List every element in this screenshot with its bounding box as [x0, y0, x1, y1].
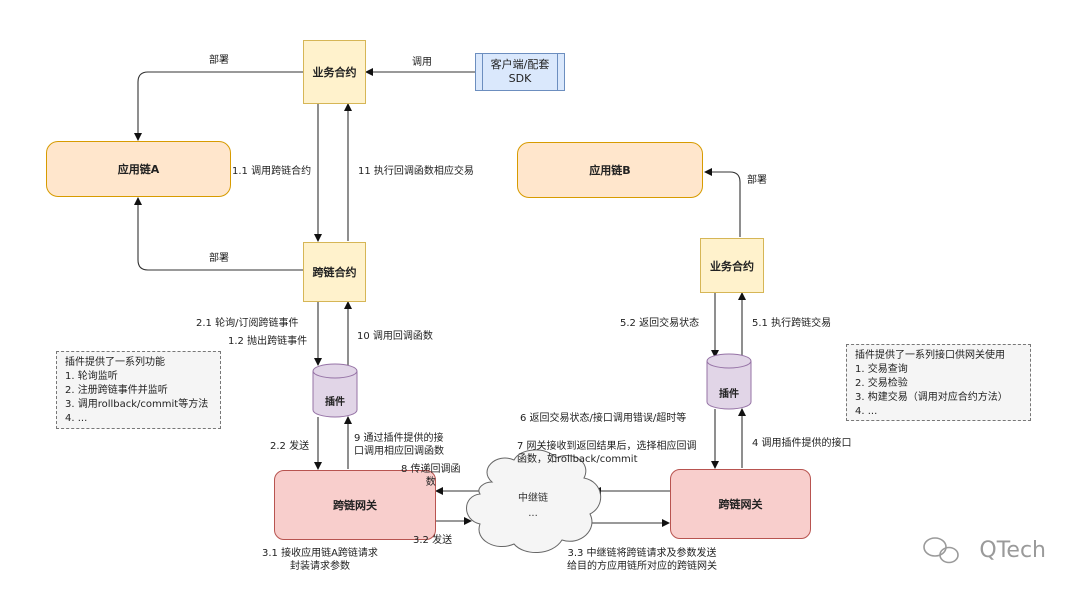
label-return-status-err: 6 返回交易状态/接口调用错误/超时等	[520, 413, 687, 424]
watermark: QTech	[979, 538, 1046, 563]
relay-chain-label[interactable]: 中继链	[518, 493, 548, 504]
plugin-b-cylinder-shape	[706, 353, 752, 410]
note-left-item: 4. ...	[65, 413, 88, 424]
app-chain-b[interactable]: 应用链B	[517, 142, 703, 198]
gateway-b[interactable]: 跨链网关	[670, 469, 811, 539]
wechat-icon	[923, 537, 959, 564]
gateway-a[interactable]: 跨链网关	[274, 470, 436, 540]
note-left-title: 插件提供了一系列功能	[65, 357, 165, 368]
label-throw-events: 1.2 抛出跨链事件	[228, 336, 308, 347]
note-plugin-functions: 插件提供了一系列功能 1. 轮询监听 2. 注册跨链事件并监听 3. 调用rol…	[56, 351, 221, 429]
label-via-plugin-callback: 9 通过插件提供的接 口调用相应回调函数	[354, 433, 444, 457]
note-left-item: 2. 注册跨链事件并监听	[65, 385, 168, 396]
biz-contract-a[interactable]: 业务合约	[303, 40, 366, 104]
note-left-item: 1. 轮询监听	[65, 371, 118, 382]
label-send-a: 2.2 发送	[270, 441, 310, 452]
label-poll-events: 2.1 轮询/订阅跨链事件	[196, 318, 299, 329]
label-deploy-mid: 部署	[209, 253, 229, 264]
label-return-status: 5.2 返回交易状态	[620, 318, 700, 329]
note-right-item: 3. 构建交易（调用对应合约方法）	[855, 392, 1008, 403]
note-right-item: 4. ...	[855, 406, 878, 417]
app-chain-a[interactable]: 应用链A	[46, 141, 231, 197]
note-right-item: 1. 交易查询	[855, 364, 908, 375]
client-sdk-box[interactable]: 客户端/配套 SDK	[475, 53, 565, 91]
relay-chain-cloud-shape	[466, 449, 601, 553]
label-deploy-b: 部署	[747, 175, 767, 186]
label-relay-forward: 3.3 中继链将跨链请求及参数发送 给目的方应用链所对应的跨链网关	[567, 548, 717, 572]
plugin-a-label[interactable]: 插件	[325, 397, 345, 408]
label-invoke: 调用	[412, 57, 432, 68]
cross-chain-contract[interactable]: 跨链合约	[303, 242, 366, 302]
label-gateway-receive: 7 网关接收到返回结果后，选择相应回调 函数，如rollback/commit	[517, 441, 697, 465]
note-right-item: 2. 交易检验	[855, 378, 908, 389]
label-exec-callback-tx: 11 执行回调函数相应交易	[358, 166, 474, 177]
label-pass-callback: 8 传递回调函 数	[401, 464, 461, 488]
label-call-cross: 1.1 调用跨链合约	[232, 166, 312, 177]
watermark-text: QTech	[979, 538, 1046, 563]
label-receive-req: 3.1 接收应用链A跨链请求 封装请求参数	[262, 548, 378, 572]
label-call-plugin-iface: 4 调用插件提供的接口	[752, 438, 852, 449]
note-plugin-interfaces: 插件提供了一系列接口供网关使用 1. 交易查询 2. 交易检验 3. 构建交易（…	[846, 344, 1031, 421]
plugin-a-cylinder-shape	[312, 363, 358, 418]
label-deploy-top: 部署	[209, 55, 229, 66]
relay-chain-ellipsis: ...	[528, 508, 538, 519]
label-send-relay: 3.2 发送	[413, 535, 453, 546]
label-call-callback: 10 调用回调函数	[357, 331, 433, 342]
label-exec-cross-tx: 5.1 执行跨链交易	[752, 318, 832, 329]
plugin-b-label[interactable]: 插件	[719, 389, 739, 400]
note-right-title: 插件提供了一系列接口供网关使用	[855, 350, 1005, 361]
note-left-item: 3. 调用rollback/commit等方法	[65, 399, 209, 410]
biz-contract-b[interactable]: 业务合约	[700, 238, 764, 293]
